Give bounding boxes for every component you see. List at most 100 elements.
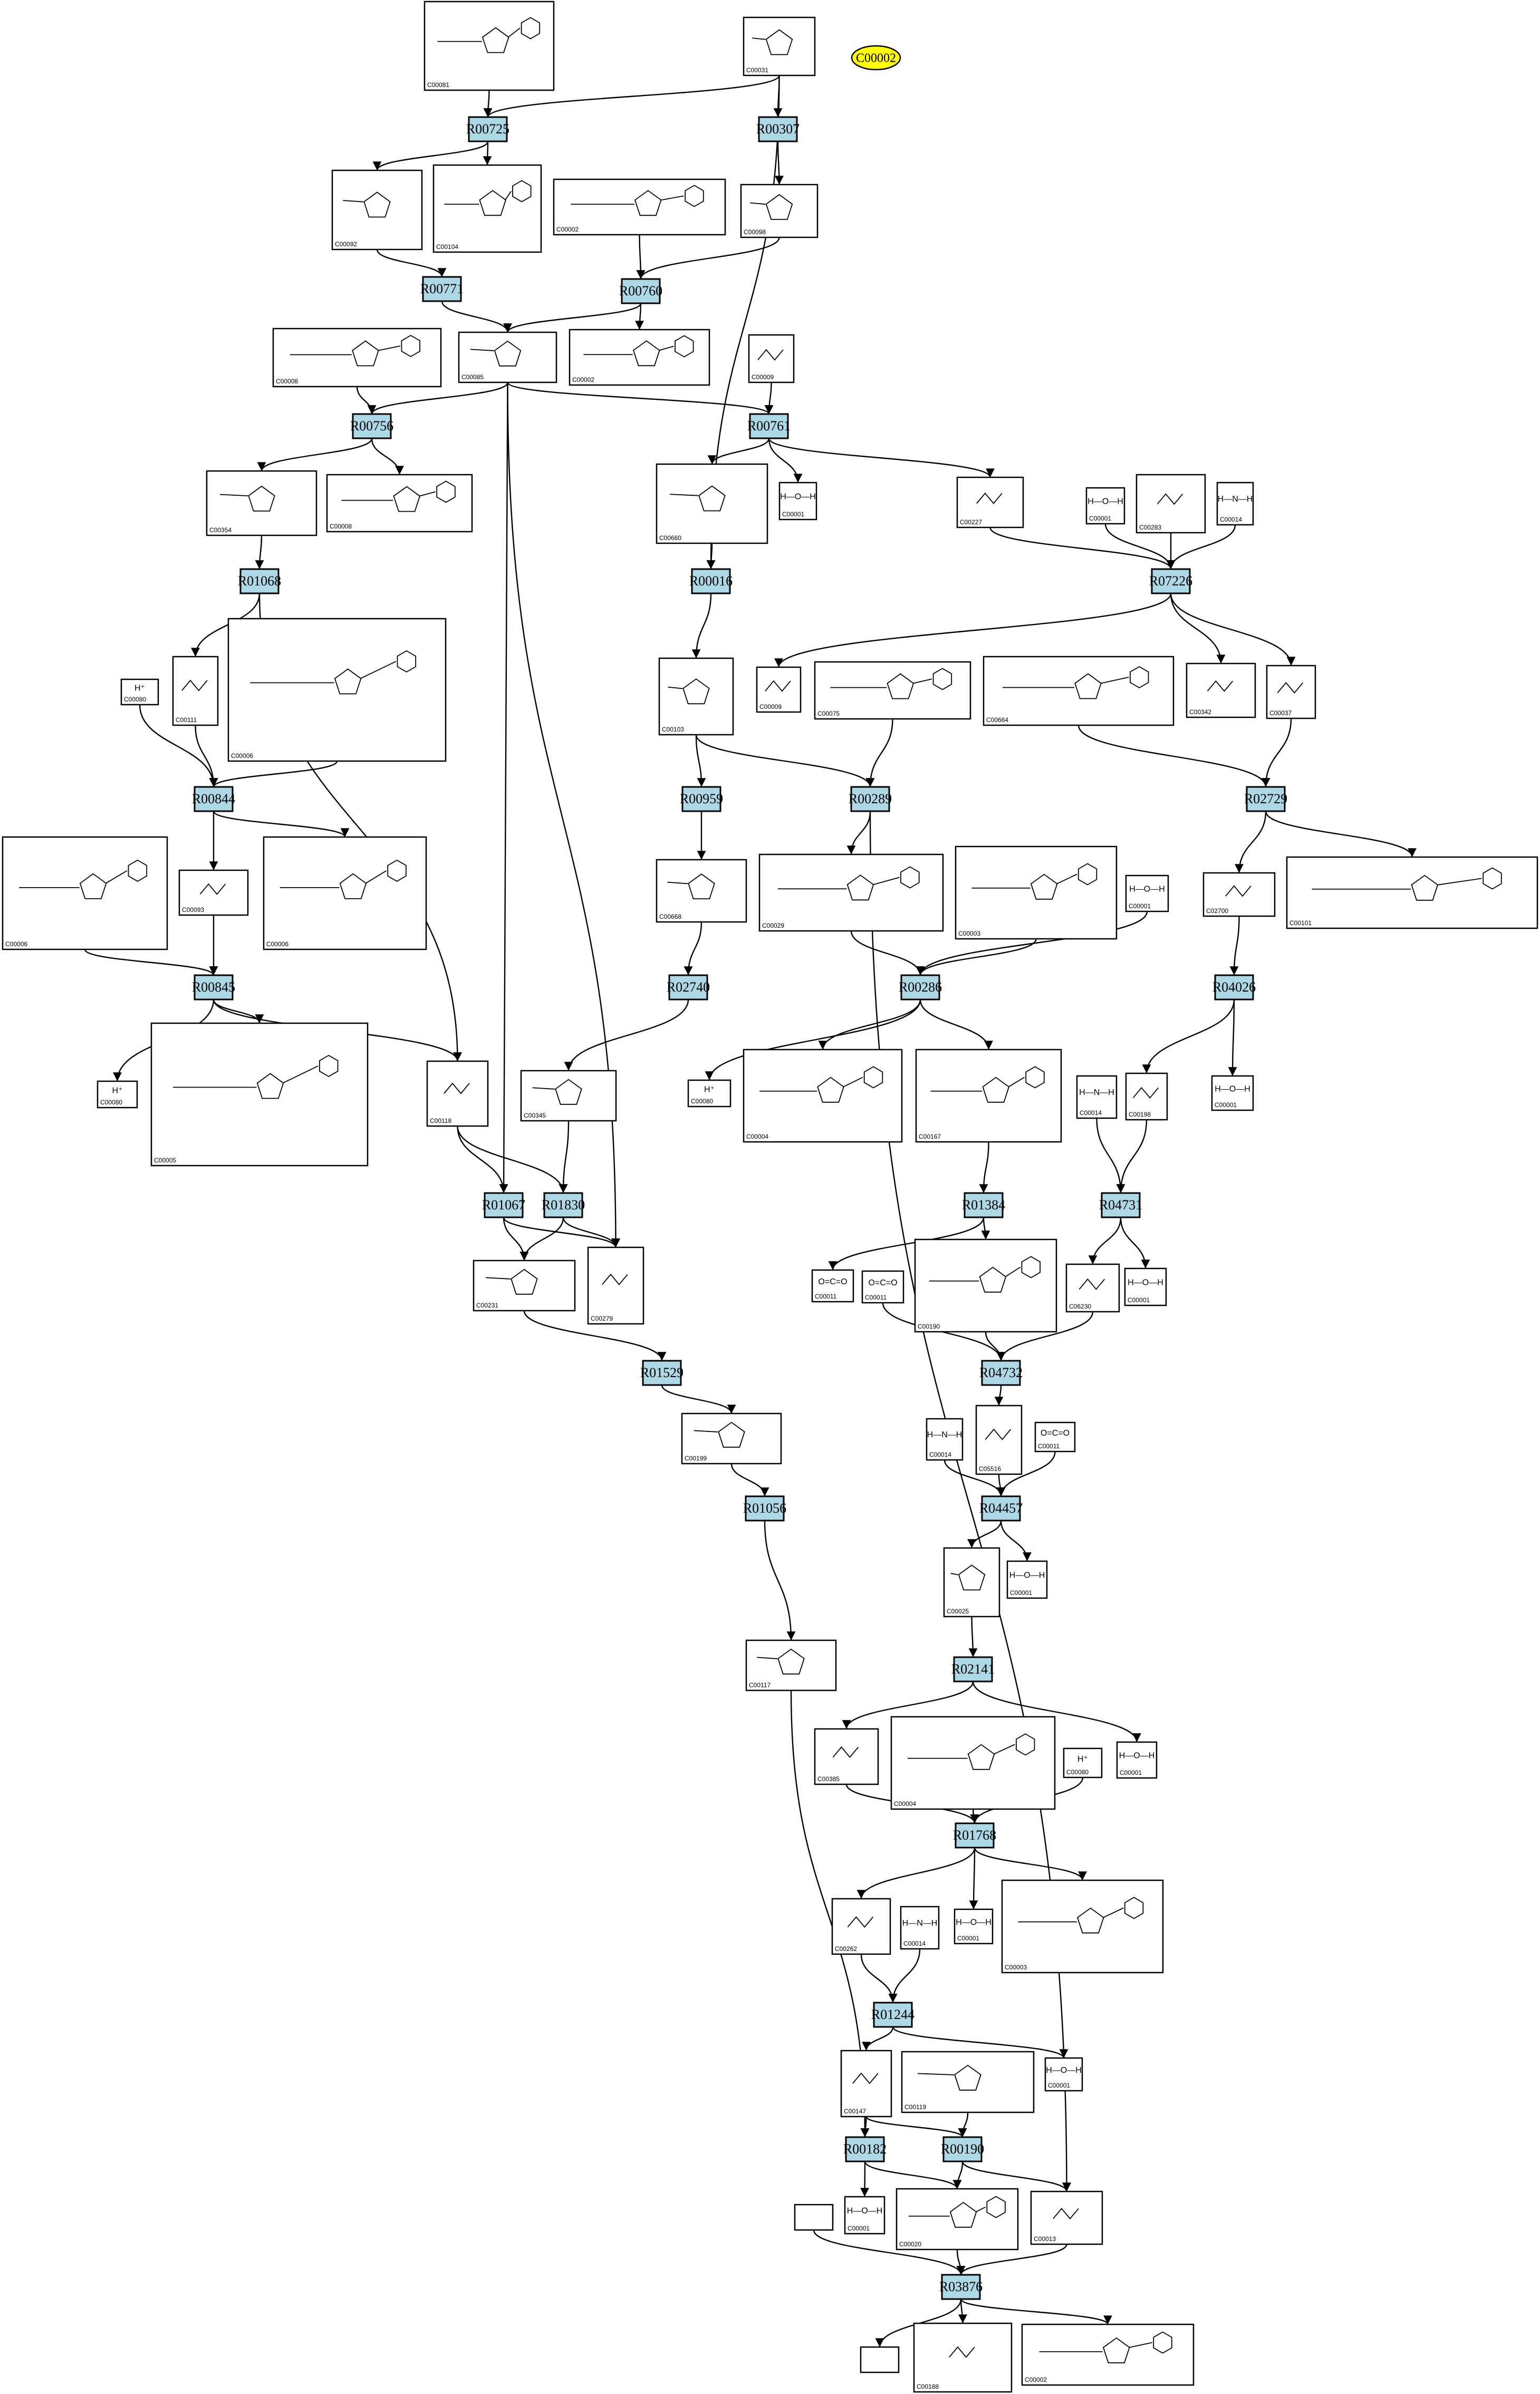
compound-box[interactable]: C00008 (326, 474, 473, 533)
compound-box[interactable]: C00385 (814, 1728, 879, 1785)
compound-box[interactable]: C00668 (656, 859, 747, 923)
compound-box[interactable]: C00227 (956, 476, 1024, 528)
compound-box[interactable]: C00013 (1030, 2190, 1103, 2245)
reaction-node[interactable]: R00845 (192, 974, 235, 1001)
reaction-node[interactable]: R03876 (939, 2274, 983, 2300)
reaction-node[interactable]: R01244 (871, 2002, 915, 2028)
compound-box[interactable]: C00004 (743, 1049, 903, 1143)
compound-box[interactable]: C00147 (840, 2050, 892, 2118)
compound-box[interactable]: C00025 (943, 1547, 1000, 1618)
compound-box[interactable]: C00117 (745, 1639, 837, 1691)
compound-box[interactable]: C00119 (901, 2051, 1035, 2113)
compound-box[interactable]: C00167 (915, 1049, 1062, 1143)
reaction-node[interactable]: R04026 (1212, 974, 1256, 1001)
compound-box[interactable]: H⁺C00080 (97, 1080, 138, 1109)
reaction-node[interactable]: R00307 (756, 116, 800, 142)
compound-box[interactable] (860, 2346, 900, 2373)
reaction-node[interactable]: R01056 (743, 1495, 786, 1522)
compound-box[interactable]: C00098 (740, 184, 819, 238)
compound-box[interactable]: C00342 (1186, 662, 1256, 718)
highlighted-compound[interactable]: C00002 (851, 45, 901, 71)
reaction-node[interactable]: R01830 (542, 1192, 585, 1218)
compound-box[interactable]: C06230 (1065, 1263, 1120, 1313)
compound-box[interactable]: C00085 (458, 331, 557, 383)
reaction-node[interactable]: R00756 (350, 413, 393, 439)
reaction-node[interactable]: R00286 (899, 974, 942, 1001)
reaction-node[interactable]: R02740 (667, 974, 710, 1001)
compound-box[interactable]: C00092 (331, 169, 423, 251)
compound-box[interactable]: H⁺C00080 (687, 1079, 732, 1108)
compound-box[interactable]: C00199 (681, 1412, 782, 1465)
compound-box[interactable]: C00020 (896, 2188, 1019, 2251)
compound-box[interactable]: C00664 (983, 656, 1175, 726)
compound-box[interactable]: C00006 (263, 836, 427, 950)
reaction-node[interactable]: R04457 (979, 1495, 1023, 1522)
compound-box[interactable]: H⁺C00080 (120, 678, 159, 706)
compound-box[interactable]: C00075 (814, 661, 971, 720)
reaction-node[interactable]: R07226 (1149, 568, 1192, 594)
compound-box[interactable]: C00005 (150, 1022, 369, 1167)
compound-box[interactable]: C00103 (658, 657, 734, 736)
reaction-node[interactable]: R04732 (979, 1360, 1023, 1386)
reaction-node[interactable]: R01768 (953, 1822, 996, 1849)
compound-box[interactable]: C00093 (178, 869, 249, 916)
compound-box[interactable]: C00008 (272, 328, 442, 388)
compound-box[interactable]: C00198 (1125, 1072, 1168, 1121)
compound-box[interactable]: C00002 (1021, 2323, 1195, 2386)
compound-box[interactable]: C00003 (1001, 1879, 1164, 1974)
compound-box[interactable]: C00118 (426, 1060, 489, 1127)
compound-box[interactable]: C05516 (975, 1405, 1023, 1475)
reaction-node[interactable]: R00016 (689, 568, 733, 594)
compound-box[interactable]: C00262 (831, 1898, 891, 1955)
compound-box[interactable]: C00006 (2, 836, 168, 950)
compound-box[interactable]: C00660 (656, 463, 768, 544)
reaction-node[interactable]: R00190 (941, 2136, 984, 2162)
compound-box[interactable]: C00111 (172, 656, 219, 726)
reaction-node[interactable]: R00725 (466, 116, 509, 142)
compound-box[interactable]: C00283 (1135, 474, 1206, 534)
compound-box[interactable]: H⁺C00080 (1063, 1747, 1103, 1778)
reaction-node[interactable]: R00760 (619, 278, 662, 304)
reaction-node[interactable]: R00771 (420, 276, 464, 302)
compound-box[interactable]: C00104 (432, 164, 542, 253)
compound-box[interactable]: C00354 (206, 470, 317, 536)
reaction-node[interactable]: R00182 (843, 2136, 887, 2162)
reaction-node[interactable]: R02141 (951, 1656, 995, 1682)
compound-box[interactable]: C00037 (1266, 665, 1316, 719)
compound-box[interactable]: C00188 (913, 2322, 1013, 2393)
compound-box[interactable]: C00029 (758, 853, 944, 932)
compound-box[interactable]: C00009 (748, 334, 795, 383)
reaction-node[interactable]: R01384 (962, 1192, 1005, 1218)
reaction-node[interactable]: R02729 (1244, 786, 1287, 812)
compound-box[interactable]: C00006 (227, 618, 447, 762)
compound-box[interactable]: C00002 (569, 329, 710, 386)
compound-box[interactable]: C00003 (955, 845, 1118, 940)
compound-box[interactable]: C00031 (743, 16, 816, 76)
compound-box[interactable]: C00345 (520, 1070, 617, 1122)
compound-box[interactable]: C02700 (1202, 872, 1276, 917)
compound-box[interactable]: C00002 (553, 178, 726, 236)
reaction-node[interactable]: R01529 (640, 1360, 684, 1386)
compound-box[interactable]: C00004 (890, 1716, 1056, 1810)
reaction-node[interactable]: R00761 (747, 413, 791, 439)
reaction-node[interactable]: R04731 (1099, 1192, 1142, 1218)
compound-box[interactable]: C00190 (914, 1238, 1057, 1333)
compound-box[interactable]: C00279 (587, 1246, 644, 1325)
reaction-node[interactable]: R01068 (238, 568, 281, 594)
reaction-node[interactable]: R00289 (849, 786, 892, 812)
